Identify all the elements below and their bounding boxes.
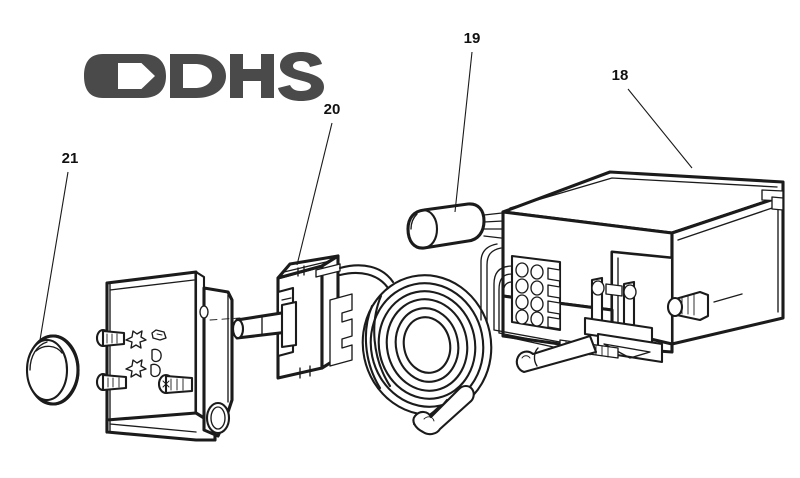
end-cap-inner-edge — [29, 341, 48, 371]
bracket-screw-lower — [95, 372, 128, 392]
terminal-socket-2 — [547, 284, 561, 299]
clamp-screw-head-left — [591, 280, 605, 296]
leader-21 — [39, 171, 69, 341]
bracket-screw-right — [157, 373, 194, 395]
housing-terminal-block — [510, 254, 562, 332]
clamp-screw-head-right — [623, 284, 637, 300]
dhs-logo — [84, 52, 324, 101]
housing-probe-tube — [515, 334, 598, 374]
terminal-r4c1 — [515, 309, 529, 325]
capacitor-left-highlight — [410, 213, 418, 230]
part-capillary-coil — [338, 264, 493, 436]
bracket-nut-lower — [150, 363, 161, 378]
terminal-r2c2 — [530, 280, 544, 296]
part-mounting-bracket — [95, 270, 234, 442]
thermostat-shaft-end — [231, 318, 245, 340]
end-cap-highlight — [35, 345, 63, 354]
bracket-right-tab — [202, 286, 234, 438]
part-capacitor — [406, 202, 504, 250]
thermostat-bottom-notch — [299, 365, 311, 379]
terminal-socket-4 — [547, 316, 561, 330]
terminal-r1c2 — [530, 264, 544, 280]
housing-corner-notch — [771, 196, 784, 211]
callout-number-21: 21 — [62, 150, 79, 167]
fitting-end-face — [666, 296, 684, 318]
capillary-sensor-bulb — [412, 384, 475, 436]
end-cap-inner-face — [25, 338, 69, 402]
thermostat-top-edge-line — [283, 260, 331, 273]
dhs-logo-arrow-mark — [84, 54, 143, 98]
thermostat-side-stepped-detail — [329, 293, 353, 367]
terminal-r4c2 — [530, 311, 544, 327]
part-thermostat — [209, 254, 353, 380]
bracket-bottom-rail — [109, 423, 197, 433]
terminal-socket-1 — [547, 267, 561, 282]
terminal-r2c1 — [515, 278, 529, 294]
thermostat-top-notch — [297, 265, 305, 277]
leader-18 — [627, 88, 693, 169]
capacitor-leads — [483, 212, 504, 239]
capillary-lead-tube — [338, 264, 395, 284]
bracket-star-washer-lower — [125, 359, 147, 378]
capacitor-left-end — [422, 208, 439, 250]
terminal-r1c1 — [515, 262, 529, 278]
callout-numbers: 21 20 19 18 — [62, 30, 629, 167]
housing-threaded-fitting — [666, 290, 743, 322]
housing-top-inner-edge — [509, 177, 778, 209]
fitting-stub — [713, 293, 743, 303]
callout-number-19: 19 — [464, 30, 481, 47]
bracket-tab-hole-inner — [210, 406, 226, 430]
terminal-r3c1 — [515, 294, 529, 310]
thermostat-alignment-line — [209, 317, 241, 321]
bracket-star-washer-upper — [125, 330, 147, 349]
thermostat-shaft-collar — [280, 300, 298, 349]
dhs-logo-wordmark — [170, 52, 324, 101]
capillary-lead-tube-2 — [338, 271, 390, 290]
callout-leaders — [39, 51, 693, 341]
capillary-sensor-bulb-highlight — [423, 416, 435, 422]
terminal-socket-3 — [547, 300, 561, 315]
callout-number-20: 20 — [324, 101, 341, 118]
bracket-nut-upper — [151, 329, 167, 341]
fitting-threads — [681, 293, 695, 316]
dhs-logo-arrow-head — [132, 54, 166, 98]
capillary-coil-left-band — [364, 304, 382, 390]
bracket-nut-middle — [151, 348, 162, 363]
terminal-r3c2 — [530, 296, 544, 312]
capacitor-body — [406, 202, 486, 250]
bracket-tab-small-hole — [199, 305, 209, 319]
part-end-cap — [25, 334, 80, 406]
bracket-top-rail — [109, 279, 195, 291]
clamp-crossbar — [605, 283, 623, 297]
bracket-screw-upper — [95, 328, 126, 348]
part-main-housing — [480, 170, 785, 374]
capillary-coil-left-band-2 — [373, 294, 392, 388]
thermostat-top-rib — [315, 263, 341, 278]
housing-clamp-bracket — [583, 276, 664, 364]
callout-number-18: 18 — [612, 67, 629, 84]
leader-19 — [454, 51, 473, 213]
leader-20 — [296, 122, 333, 266]
housing-wire-harness — [480, 243, 561, 349]
